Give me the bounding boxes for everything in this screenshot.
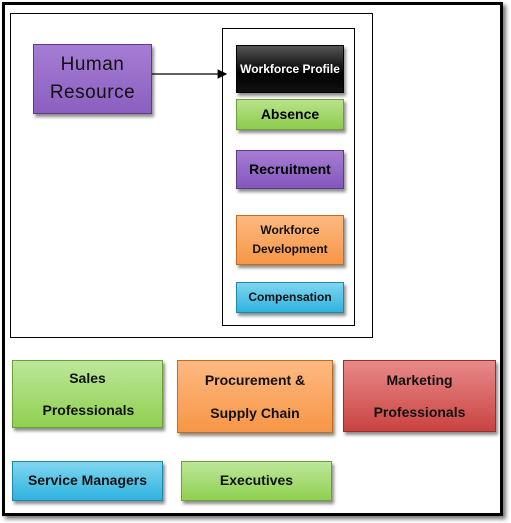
compensation-box: Compensation (236, 282, 344, 313)
marketing-professionals-box: Marketing Professionals (343, 360, 496, 432)
service-managers-box: Service Managers (12, 461, 163, 501)
sales-professionals-label: Sales Professionals (42, 369, 135, 418)
workforce-development-box: Workforce Development (236, 215, 344, 265)
procurement-supply-chain-label: Procurement & Supply Chain (204, 372, 306, 421)
workforce-development-label: Workforce Development (252, 222, 328, 256)
compensation-label: Compensation (248, 290, 332, 304)
sales-professionals-box: Sales Professionals (12, 360, 163, 428)
marketing-professionals-label: Marketing Professionals (373, 371, 466, 420)
service-managers-label: Service Managers (27, 472, 148, 489)
executives-box: Executives (181, 461, 332, 501)
recruitment-label: Recruitment (249, 160, 331, 177)
workforce-profile-box: Workforce Profile (236, 45, 344, 93)
human-resource-label: Human Resource (49, 53, 136, 104)
workforce-profile-label: Workforce Profile (240, 61, 340, 76)
procurement-supply-chain-box: Procurement & Supply Chain (177, 360, 333, 433)
absence-box: Absence (236, 99, 344, 130)
absence-label: Absence (260, 105, 320, 122)
human-resource-box: Human Resource (33, 44, 152, 114)
recruitment-box: Recruitment (236, 150, 344, 189)
executives-label: Executives (219, 472, 294, 489)
